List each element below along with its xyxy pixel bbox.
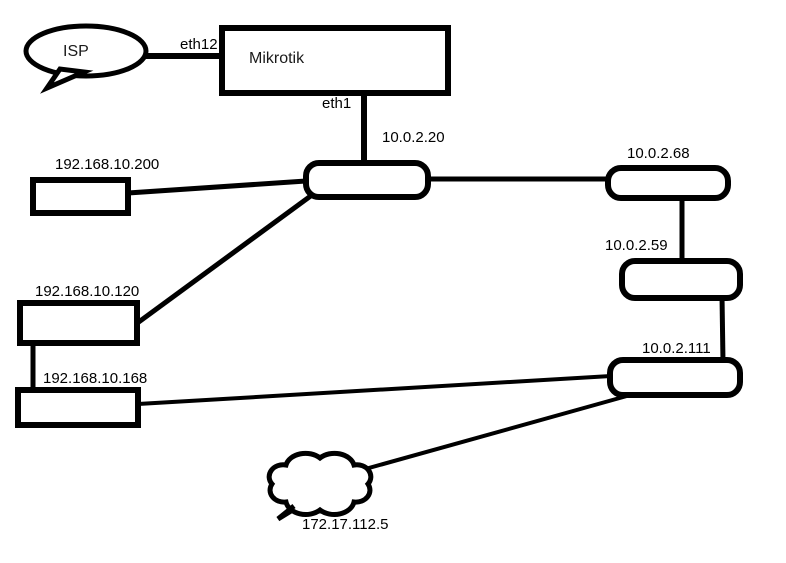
isp-bubble-shape <box>23 23 149 79</box>
port-label-eth12: eth12 <box>180 36 218 53</box>
host120-shape <box>17 300 140 346</box>
host200-shape <box>30 177 131 216</box>
node-isp: ISP <box>23 23 149 94</box>
node-sw68: 10.0.2.68 <box>605 145 731 201</box>
node-sw59: 10.0.2.59 <box>605 237 743 301</box>
link-sw111-cloud <box>350 392 635 475</box>
cloud-shape <box>266 450 374 517</box>
host168-label: 192.168.10.168 <box>43 370 147 387</box>
link-sw20-host120 <box>134 192 314 327</box>
node-sw111: 10.0.2.111 <box>607 340 743 398</box>
node-cloud: 172.17.112.5 <box>266 450 388 533</box>
host120-label: 192.168.10.120 <box>35 283 139 300</box>
sw68-shape <box>605 165 731 201</box>
cloud-label: 172.17.112.5 <box>302 516 388 533</box>
sw59-shape <box>619 258 743 301</box>
isp-label: ISP <box>63 43 89 60</box>
node-sw20: 10.0.2.20 <box>303 129 445 200</box>
sw68-label: 10.0.2.68 <box>627 145 690 162</box>
sw111-shape <box>607 357 743 398</box>
mikrotik-box-shape <box>219 25 451 96</box>
node-host168: 192.168.10.168 <box>15 370 147 428</box>
sw20-shape <box>303 160 431 200</box>
mikrotik-label: Mikrotik <box>249 50 305 67</box>
isp-bubble-tail <box>40 66 94 94</box>
port-label-eth1: eth1 <box>322 95 351 112</box>
sw20-label: 10.0.2.20 <box>382 129 445 146</box>
link-host200-sw20 <box>127 178 307 196</box>
links <box>30 53 726 475</box>
node-host120: 192.168.10.120 <box>17 283 140 346</box>
host168-shape <box>15 387 141 428</box>
cloud-tail <box>276 504 296 522</box>
link-sw59-sw111 <box>719 295 726 363</box>
host200-label: 192.168.10.200 <box>55 156 159 173</box>
sw111-label: 10.0.2.111 <box>642 340 711 357</box>
sw59-label: 10.0.2.59 <box>605 237 668 254</box>
node-mikrotik: Mikrotik <box>219 25 451 96</box>
node-host200: 192.168.10.200 <box>30 156 159 216</box>
link-host168-sw111 <box>137 374 612 406</box>
